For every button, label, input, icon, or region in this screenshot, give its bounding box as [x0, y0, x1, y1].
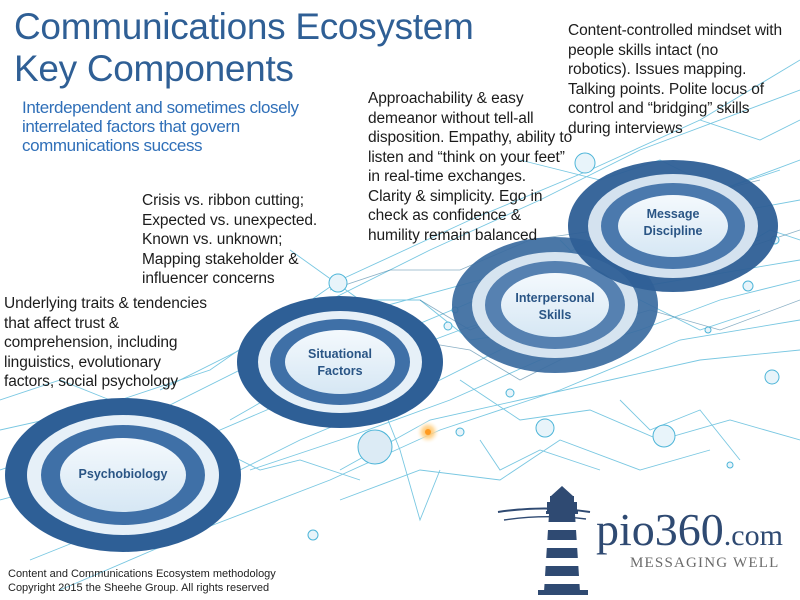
situational-factors-label-line-1: Situational — [308, 347, 372, 361]
ring-message-discipline — [568, 160, 778, 292]
psychobiology-label: Psychobiology — [63, 466, 183, 483]
brand-tagline: MESSAGING WELL — [630, 555, 780, 571]
page-title: Communications Ecosystem Key Components — [14, 6, 474, 90]
ring-situational-factors — [237, 296, 443, 428]
situational-factors-label-line-2: Factors — [317, 364, 363, 378]
brand-logo: pio360.com — [596, 506, 783, 560]
footer: Content and Communications Ecosystem met… — [8, 567, 276, 595]
interpersonal-skills-label-line-1: Interpersonal — [515, 291, 595, 305]
psychobiology-description: Underlying traits & tendencies that affe… — [4, 295, 207, 390]
message-discipline-label: Message Discipline — [623, 206, 723, 240]
title-line-1: Communications Ecosystem — [14, 6, 474, 47]
title-line-2: Key Components — [14, 48, 294, 89]
brand-name: pio360 — [596, 504, 724, 555]
situational-factors-description: Crisis vs. ribbon cutting; Expected vs. … — [142, 192, 318, 287]
situational-factors-label: Situational Factors — [290, 346, 390, 380]
brand-domain: .com — [723, 519, 783, 552]
message-discipline-description: Content-controlled mindset with people s… — [568, 22, 783, 137]
footer-line-2: Copyright 2015 the Sheehe Group. All rig… — [8, 582, 270, 594]
interpersonal-skills-description: Approachability & easy demeanor without … — [368, 90, 573, 244]
interpersonal-skills-label: Interpersonal Skills — [503, 290, 607, 324]
psychobiology-label-text: Psychobiology — [78, 467, 168, 481]
lighthouse-logo-icon — [497, 486, 591, 595]
subtitle: Interdependent and sometimes closely int… — [22, 98, 299, 155]
interpersonal-skills-label-line-2: Skills — [538, 308, 572, 322]
message-discipline-label-line-2: Discipline — [643, 224, 703, 238]
message-discipline-label-line-1: Message — [646, 207, 700, 221]
ring-psychobiology — [5, 398, 241, 552]
footer-line-1: Content and Communications Ecosystem met… — [8, 568, 276, 580]
